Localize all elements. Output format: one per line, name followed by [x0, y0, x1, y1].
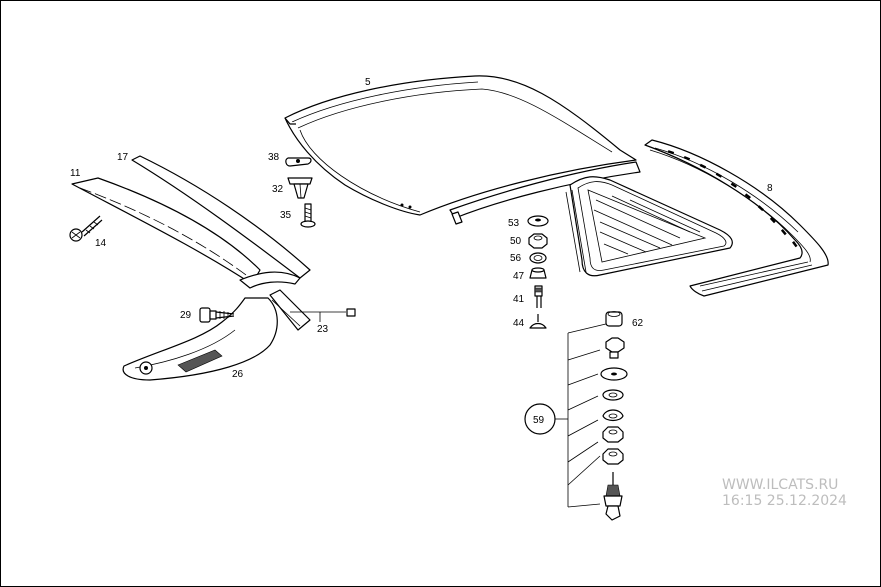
- part-53-washer[interactable]: [527, 215, 549, 227]
- watermark-timestamp: 16:15 25.12.2024: [722, 493, 847, 509]
- kit-nut-1: [602, 426, 624, 443]
- part-35-screw[interactable]: [300, 203, 316, 228]
- part-59-kit-group[interactable]: [524, 322, 611, 508]
- label-8: 8: [767, 183, 773, 194]
- part-14-screw[interactable]: [69, 215, 103, 242]
- kit-bolt: [605, 337, 625, 359]
- part-41-pin[interactable]: [534, 285, 543, 308]
- label-26: 26: [232, 369, 244, 380]
- label-41: 41: [513, 294, 525, 305]
- part-62-bolt-assembly[interactable]: [605, 311, 623, 327]
- part-29-bolt[interactable]: [199, 307, 235, 323]
- kit-washer: [602, 389, 624, 401]
- part-50-nut[interactable]: [528, 233, 548, 249]
- kit-spring-washer: [602, 409, 624, 422]
- kit-nut-2: [602, 448, 624, 465]
- part-labels: 5 8 11 14 17 23 26 29 32 35 38 41 44 47 …: [70, 77, 773, 426]
- label-32: 32: [272, 184, 284, 195]
- part-23-cover[interactable]: [269, 289, 356, 331]
- watermark-site: WWW.ILCATS.RU: [722, 477, 839, 493]
- label-5: 5: [365, 77, 371, 88]
- seal-holes: [667, 150, 798, 248]
- kit-plate: [600, 367, 628, 381]
- part-32-expanding-clip[interactable]: [287, 177, 313, 199]
- label-35: 35: [280, 210, 292, 221]
- label-29: 29: [180, 310, 192, 321]
- label-59: 59: [533, 415, 545, 426]
- part-17-trim-strip[interactable]: [131, 155, 311, 289]
- label-56: 56: [510, 253, 522, 264]
- label-23: 23: [317, 324, 329, 335]
- label-11: 11: [70, 168, 81, 179]
- label-62: 62: [632, 318, 644, 329]
- kit-stud: [603, 472, 623, 521]
- label-14: 14: [95, 238, 107, 249]
- label-38: 38: [268, 152, 280, 163]
- part-47-grommet[interactable]: [529, 267, 547, 279]
- part-56-ring[interactable]: [529, 252, 547, 264]
- part-11-trim-strip[interactable]: [71, 177, 261, 285]
- label-17: 17: [117, 152, 129, 163]
- label-53: 53: [508, 218, 520, 229]
- label-44: 44: [513, 318, 525, 329]
- label-47: 47: [513, 271, 525, 282]
- part-8-seal[interactable]: [644, 139, 829, 297]
- part-38-clip[interactable]: [285, 157, 312, 167]
- part-44-rivet[interactable]: [529, 314, 547, 329]
- part-5-roof[interactable]: [284, 75, 733, 277]
- label-50: 50: [510, 236, 522, 247]
- part-26-panel[interactable]: [122, 297, 278, 381]
